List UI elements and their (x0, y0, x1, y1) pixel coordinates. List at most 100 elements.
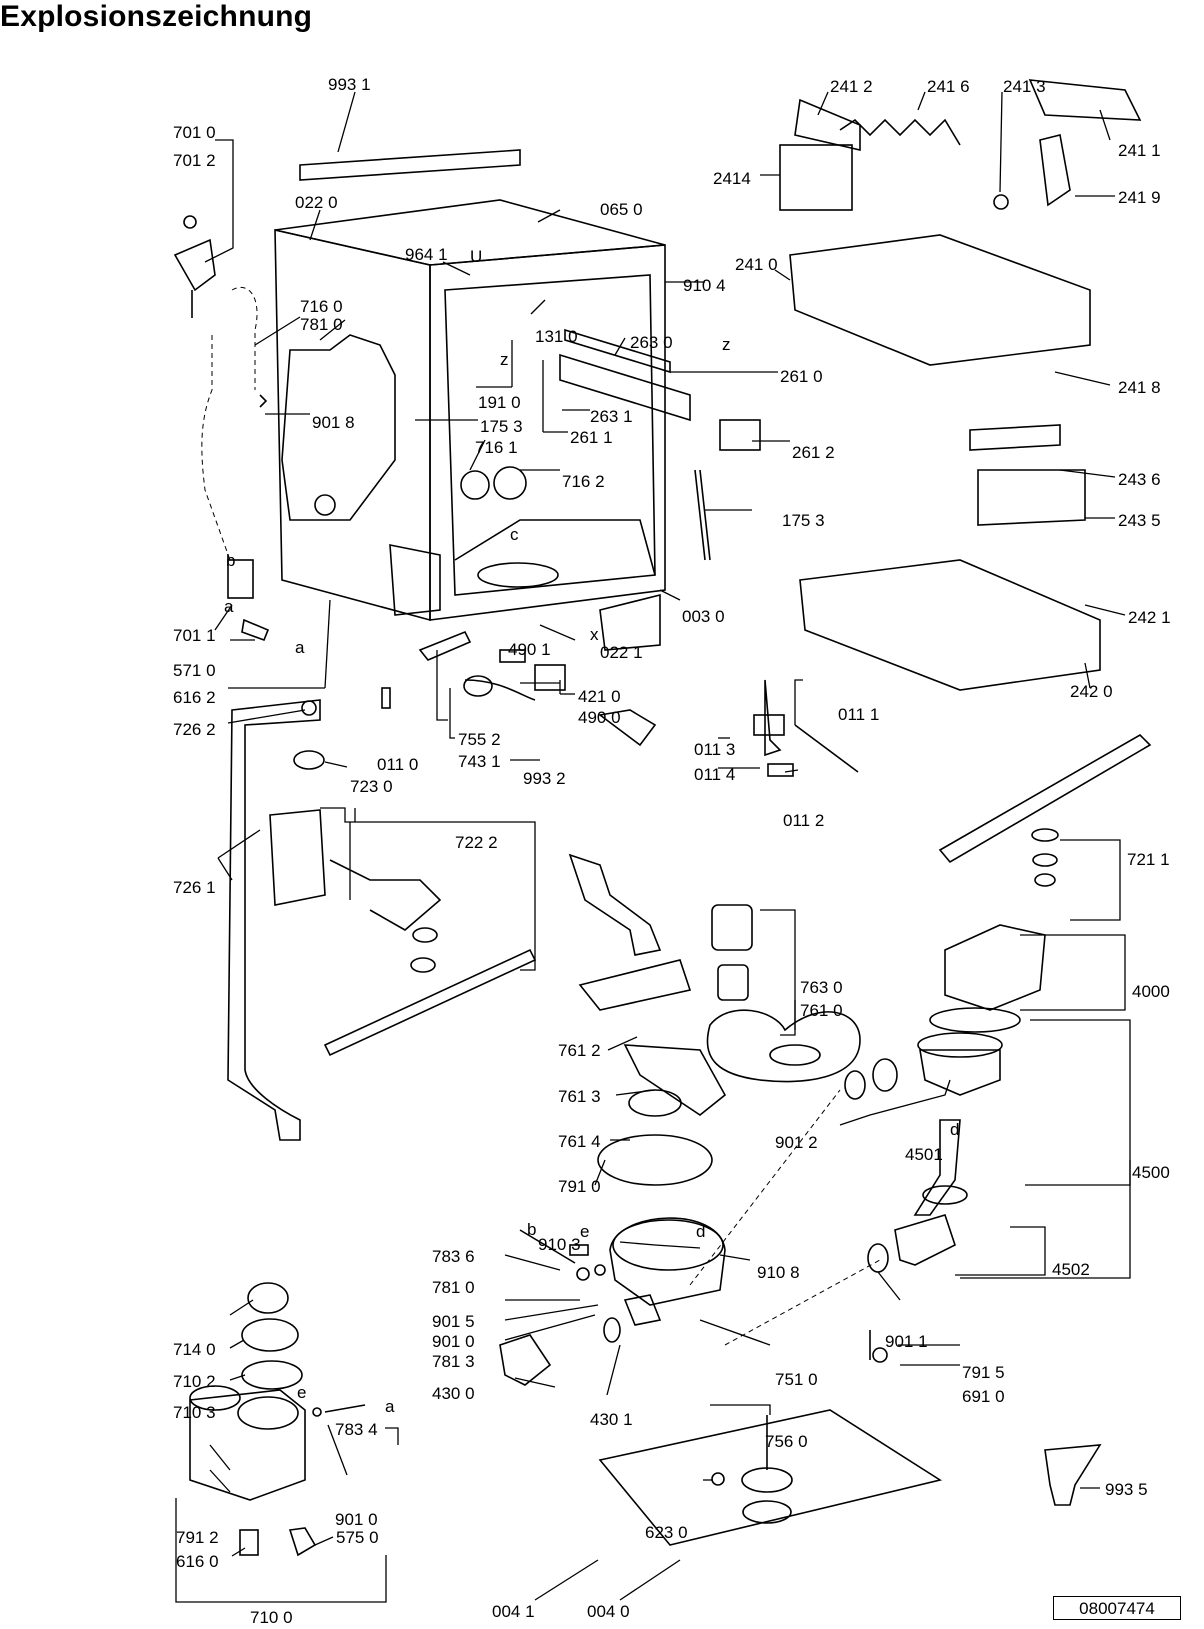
part-label: 571 0 (173, 661, 216, 680)
part-label: 710 3 (173, 1403, 216, 1422)
ref-letter: e (580, 1222, 589, 1241)
part-label: 004 1 (492, 1602, 535, 1621)
part-label: 175 3 (782, 511, 825, 530)
document-number: 08007474 (1053, 1596, 1181, 1620)
part-label: 490 0 (578, 708, 621, 727)
part-label: 623 0 (645, 1523, 688, 1542)
part-label: 261 2 (792, 443, 835, 462)
part-label: 243 5 (1118, 511, 1161, 530)
part-label: 791 5 (962, 1363, 1005, 1382)
part-labels: 993 1 701 0 701 2 022 0 065 0 964 1 910 … (173, 75, 1171, 1627)
part-label: 131 0 (535, 327, 578, 346)
part-label: 726 1 (173, 878, 216, 897)
part-label: 003 0 (682, 607, 725, 626)
ref-letter: e (297, 1383, 306, 1402)
part-label: 263 0 (630, 333, 673, 352)
part-label: 701 2 (173, 151, 216, 170)
part-label: 4000 (1132, 982, 1170, 1001)
part-label: 4500 (1132, 1163, 1170, 1182)
part-label: 241 0 (735, 255, 778, 274)
part-label: 901 1 (885, 1332, 928, 1351)
part-label: 783 6 (432, 1247, 475, 1266)
part-label: 781 3 (432, 1352, 475, 1371)
part-label: 714 0 (173, 1340, 216, 1359)
part-label: 241 3 (1003, 77, 1046, 96)
part-label: 716 2 (562, 472, 605, 491)
part-label: 691 0 (962, 1387, 1005, 1406)
part-label: 910 8 (757, 1263, 800, 1282)
part-label: 751 0 (775, 1370, 818, 1389)
ref-letter: c (510, 525, 519, 544)
ref-letter: z (500, 350, 509, 369)
part-label: 4501 (905, 1145, 943, 1164)
ref-letter: x (590, 625, 599, 644)
part-label: 430 1 (590, 1410, 633, 1429)
part-label: 781 0 (432, 1278, 475, 1297)
ref-letter: z (722, 335, 731, 354)
part-label: 175 3 (480, 417, 523, 436)
sump-and-filters (499, 853, 861, 1386)
part-label: 755 2 (458, 730, 501, 749)
part-label: 761 4 (558, 1132, 601, 1151)
page-title: Explosionszeichnung (0, 0, 313, 33)
part-label: 710 2 (173, 1372, 216, 1391)
pump-and-drain (689, 924, 1046, 1363)
callout-lines (175, 91, 1131, 1603)
part-label: 910 4 (683, 276, 726, 295)
part-label: 261 1 (570, 428, 613, 447)
part-label: 011 1 (838, 705, 879, 724)
part-label: 242 1 (1128, 608, 1171, 627)
part-label: 243 6 (1118, 470, 1161, 489)
part-label: 241 8 (1118, 378, 1161, 397)
part-label: 701 0 (173, 123, 216, 142)
part-label: 191 0 (478, 393, 521, 412)
dish-baskets (779, 79, 1142, 691)
part-label: 901 0 (335, 1510, 378, 1529)
ref-letter: d (950, 1120, 959, 1139)
part-label: 261 0 (780, 367, 823, 386)
ref-letter: U (470, 247, 482, 266)
part-label: 901 8 (312, 413, 355, 432)
part-label: 241 2 (830, 77, 873, 96)
part-label: 716 1 (475, 438, 518, 457)
part-label: 783 4 (335, 1420, 378, 1439)
part-label: 421 0 (578, 687, 621, 706)
part-label: 993 2 (523, 769, 566, 788)
part-label: 910 3 (538, 1235, 581, 1254)
part-label: 791 2 (176, 1528, 219, 1547)
part-label: 743 1 (458, 752, 501, 771)
ref-letter: b (226, 551, 235, 570)
part-label: 964 1 (405, 245, 448, 264)
part-label: 430 0 (432, 1384, 475, 1403)
part-label: 791 0 (558, 1177, 601, 1196)
upper-spray-arm (938, 734, 1152, 887)
reference-letters: a a a b b c d d e e x z z U (224, 247, 959, 1416)
part-label: 616 0 (176, 1552, 219, 1571)
part-label: 901 2 (775, 1133, 818, 1152)
part-label: 011 3 (694, 740, 735, 759)
ref-letter: a (224, 597, 234, 616)
part-label: 241 1 (1118, 141, 1161, 160)
part-label: 761 0 (800, 1001, 843, 1020)
ref-letter: d (696, 1222, 705, 1241)
part-label: 761 3 (558, 1087, 601, 1106)
part-label: 723 0 (350, 777, 393, 796)
part-label: 011 0 (377, 755, 418, 774)
part-label: 4502 (1052, 1260, 1090, 1279)
part-label: 241 6 (927, 77, 970, 96)
part-label: 901 0 (432, 1332, 475, 1351)
part-label: 490 1 (508, 640, 551, 659)
part-label: 993 5 (1105, 1480, 1148, 1499)
tub-body (274, 149, 761, 661)
part-label: 710 0 (250, 1608, 293, 1627)
part-label: 616 2 (173, 688, 216, 707)
part-label: 575 0 (336, 1528, 379, 1547)
part-label: 763 0 (800, 978, 843, 997)
base-plate (463, 649, 1102, 1546)
part-label: 022 1 (600, 643, 643, 662)
ref-letter: a (295, 638, 305, 657)
part-label: 756 0 (765, 1432, 808, 1451)
part-label: 901 5 (432, 1312, 475, 1331)
part-label: 781 0 (300, 315, 343, 334)
